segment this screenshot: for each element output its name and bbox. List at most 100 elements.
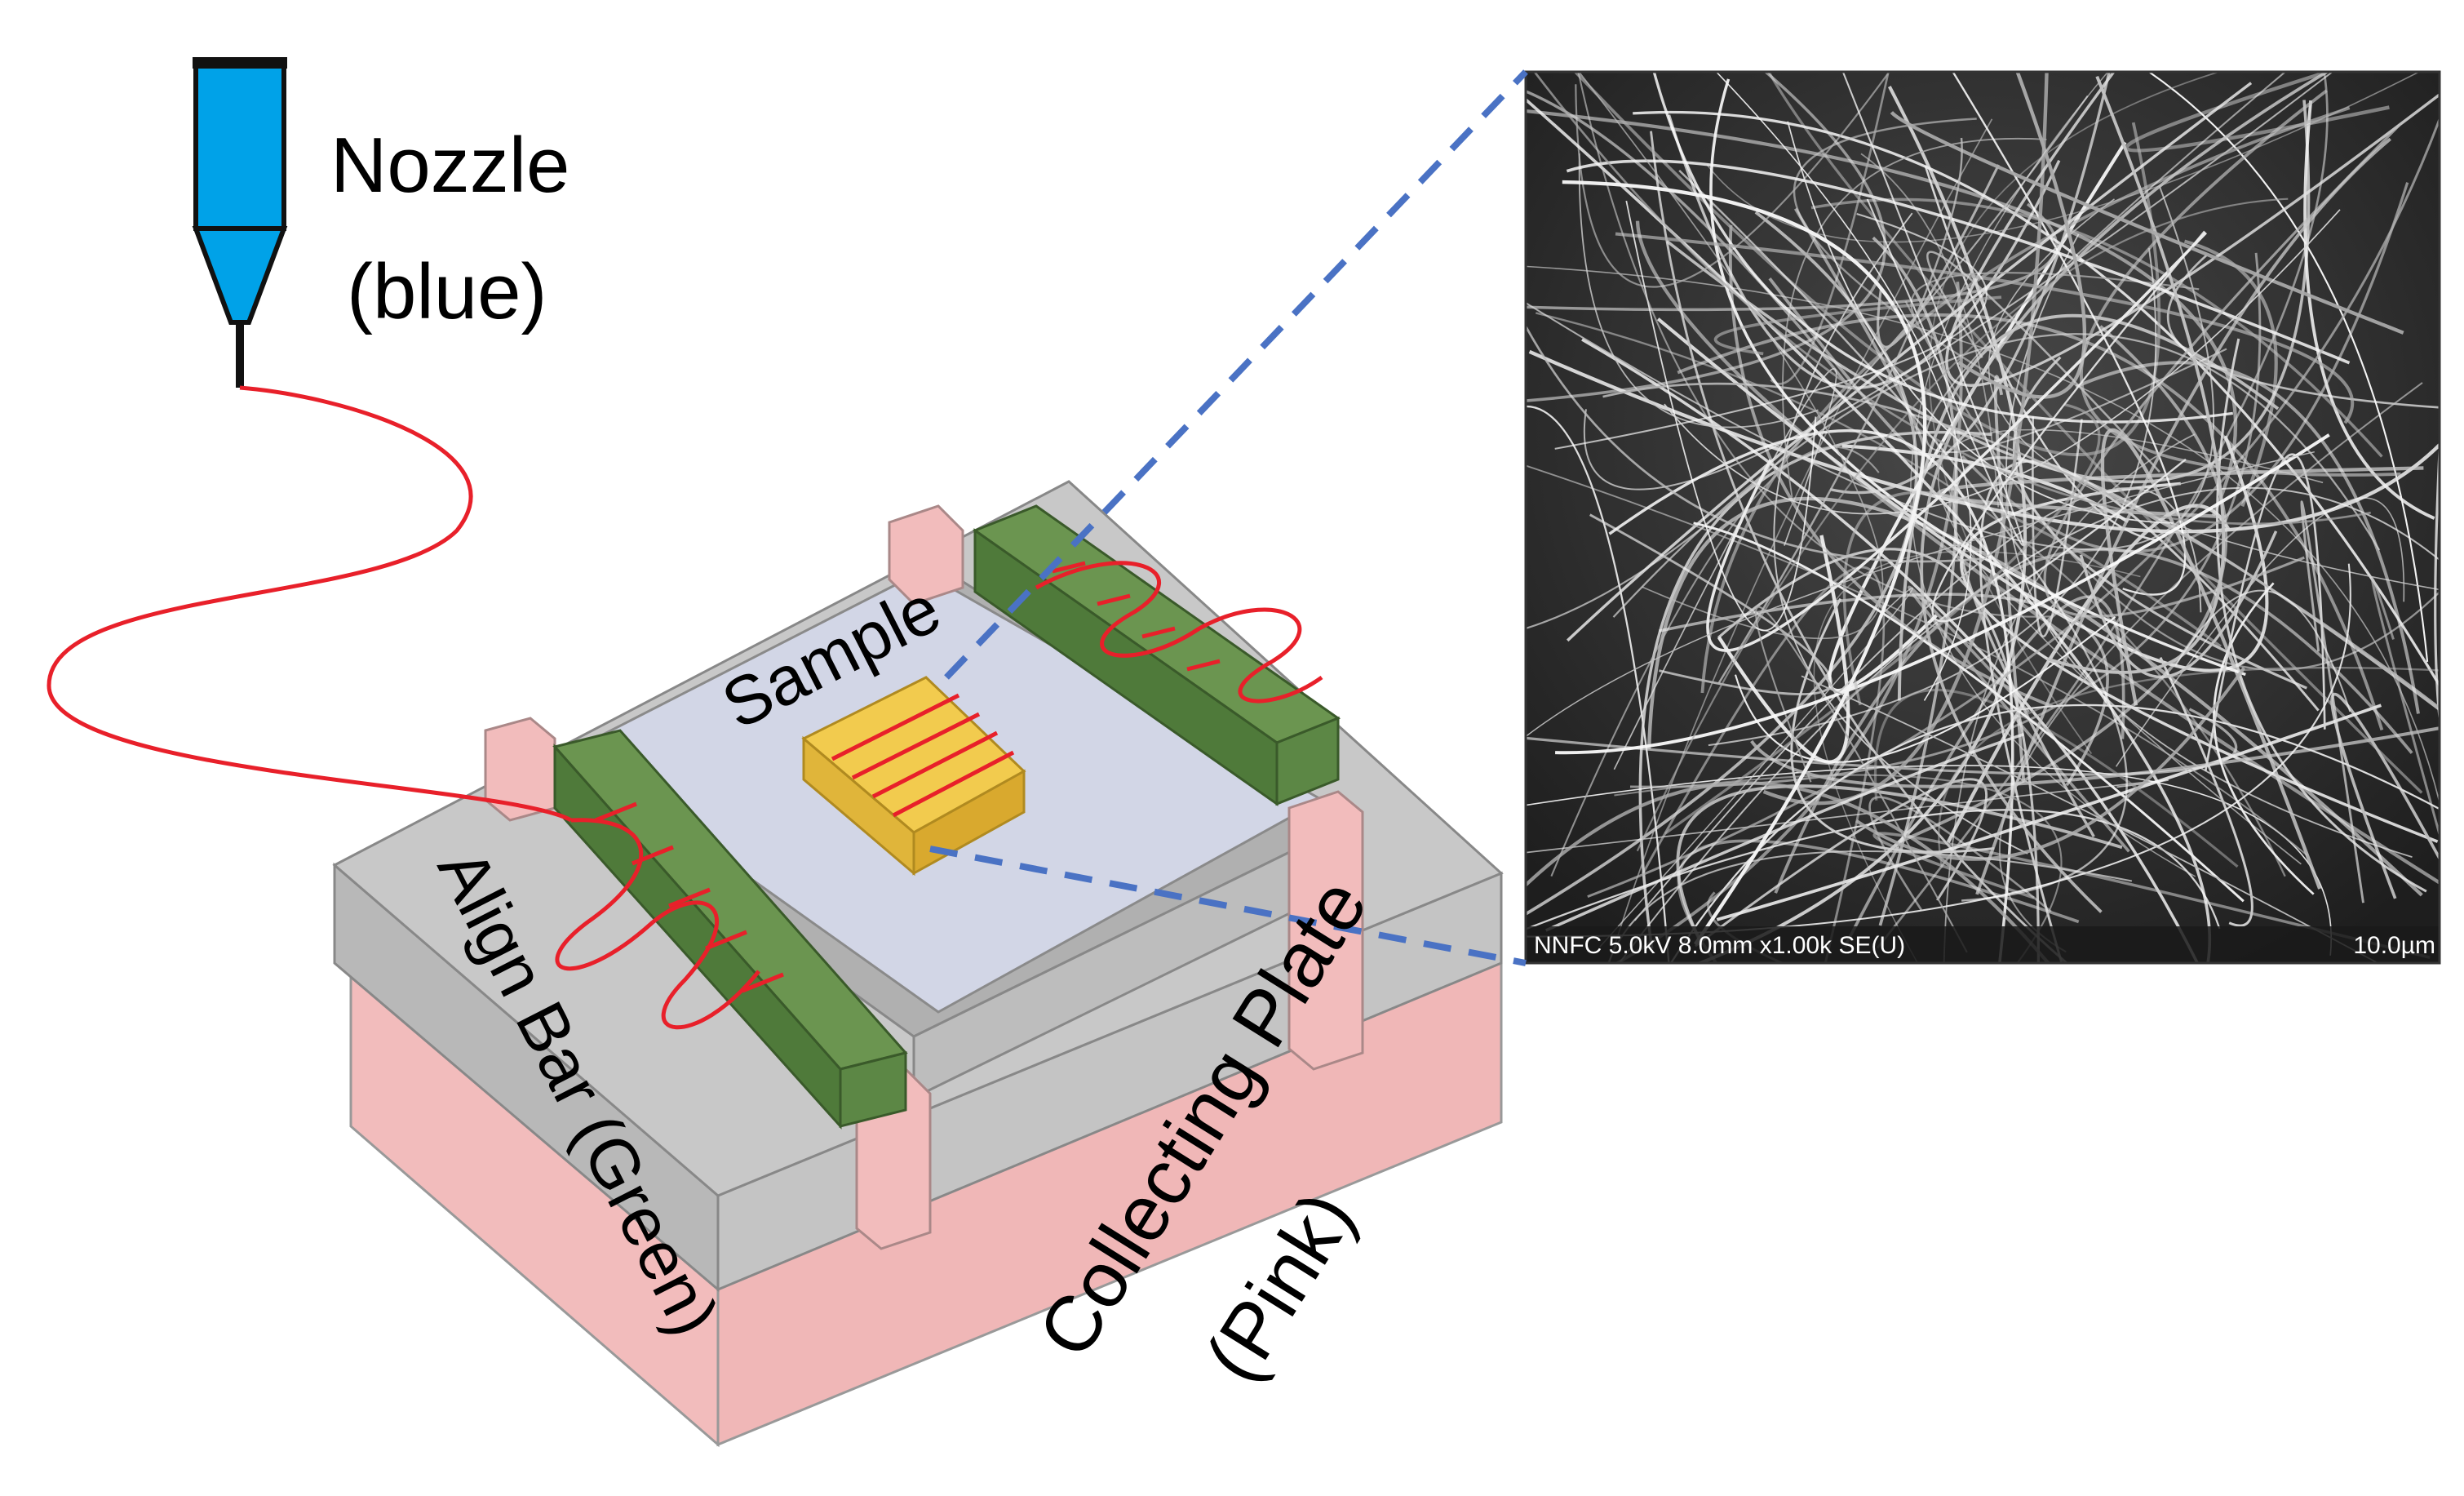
sem-fiber: [1925, 72, 2287, 454]
sem-fiber: [2045, 75, 2226, 674]
sem-fiber: [2204, 453, 2326, 771]
sem-fiber: [1841, 72, 2024, 546]
sem-fiber: [2174, 589, 2351, 712]
fiber-loop-back-2: [1198, 607, 1323, 704]
sem-fiber: [1898, 325, 2228, 844]
sem-fiber: [2371, 577, 2440, 839]
sem-fiber: [1694, 778, 1988, 948]
sem-fiber: [1717, 137, 1963, 684]
sem-fiber: [1717, 548, 2040, 963]
sem-fiber: [1583, 72, 2334, 491]
nozzle-cap: [193, 57, 287, 69]
sem-fiber: [1910, 72, 2196, 877]
sem-fiber: [1693, 522, 2245, 903]
sem-fiber: [1526, 708, 2238, 776]
sem-fiber: [1544, 732, 2024, 932]
sem-fiber: [1555, 433, 2330, 755]
align-bar-back-end: [1275, 716, 1340, 806]
sem-fiber: [1562, 180, 1927, 946]
sem-fiber: [1526, 464, 2308, 856]
sem-fiber: [1664, 209, 2341, 515]
fiber-jet: [47, 385, 573, 823]
sem-fiber: [2300, 500, 2364, 903]
fiber-bar-ticks: [595, 561, 1221, 993]
sem-fiber: [1526, 451, 2315, 738]
fiber-loop-front-1: [555, 818, 654, 971]
align-bar-back: [972, 504, 1341, 806]
nozzle-body: [193, 59, 286, 231]
sem-fiber: [1678, 170, 2128, 902]
sem-fiber: [1715, 72, 1972, 701]
sem-fiber: [1656, 317, 2269, 673]
sem-fiber: [1575, 72, 1890, 288]
sem-fiber: [1782, 137, 2047, 498]
align-bar-front: [552, 729, 908, 1130]
sem-fiber: [2080, 89, 2401, 477]
zoom-lines: [929, 69, 1528, 966]
sem-fiber: [1650, 131, 2069, 963]
sem-fiber: [1716, 704, 2382, 921]
sem-fiber: [1755, 606, 1968, 953]
sem-fiber: [1717, 535, 1850, 764]
sem-fiber: [2100, 428, 2322, 890]
sem-fiber: [1608, 118, 1993, 963]
align-bar-front-end: [839, 1051, 907, 1128]
nozzle-cone: [192, 226, 288, 325]
fiber-loop-front-2: [651, 900, 760, 1030]
sem-fiber: [1801, 675, 2380, 963]
sem-fiber: [1931, 230, 2205, 623]
zoom-line-bottom: [929, 846, 1527, 966]
sem-frame: [1524, 70, 2441, 965]
sem-fiber: [1773, 212, 2028, 855]
sem-fiber: [1614, 774, 2063, 963]
sem-info-bar: [1526, 926, 2440, 963]
fiber-stream: [47, 385, 1323, 1030]
sem-fiber: [1613, 368, 1837, 770]
sem-fiber: [1787, 121, 2174, 524]
sem-fiber: [1577, 72, 2052, 618]
sem-fiber: [1774, 548, 2413, 894]
sample-fiber-lines: [831, 693, 1015, 818]
sem-fiber: [1573, 72, 2161, 456]
sem-fiber: [1664, 403, 2101, 835]
sem-fiber: [1829, 72, 2111, 495]
sem-fiber: [1868, 796, 2052, 912]
sem-fiber: [1526, 90, 1849, 386]
sem-fiber: [1926, 251, 2160, 473]
sem-fiber: [1633, 487, 2202, 921]
sem-fiber: [1929, 72, 2222, 755]
sem-fiber: [1566, 159, 2351, 365]
zoom-line-top: [944, 69, 1528, 680]
sem-fiber: [1890, 111, 2404, 335]
sem-fiber: [1920, 72, 2330, 913]
sem-fiber: [1790, 597, 1995, 854]
sem-info-text: NNFC 5.0kV 8.0mm x1.00k SE(U): [1534, 932, 1905, 959]
sem-fiber: [1526, 405, 1670, 963]
nozzle-tip: [236, 322, 244, 388]
nozzle-icon: [192, 57, 288, 388]
sem-fiber: [1860, 153, 2000, 508]
sem-fiber: [2166, 254, 2440, 409]
sem-fiber: [1677, 313, 2384, 730]
sem-fiber: [1998, 382, 2423, 953]
sem-fiber: [1526, 185, 2215, 551]
sem-fiber: [1988, 198, 2440, 591]
sem-fiber: [1526, 323, 1986, 563]
nozzle-label-line2: (blue): [347, 248, 547, 335]
sem-fiber: [1793, 118, 2032, 399]
sem-fiber: [2075, 361, 2420, 714]
sem-fiber: [1842, 491, 2222, 706]
sem-fiber: [1526, 72, 1886, 402]
sem-fiber: [1762, 72, 2049, 806]
sem-fiber: [1636, 198, 2289, 852]
sem-fiber: [1587, 115, 2440, 898]
sem-fiber: [1669, 704, 2440, 963]
post-right-front: [1287, 790, 1364, 1071]
sem-fiber: [1770, 73, 1890, 385]
sem-fiber: [1677, 839, 2080, 963]
sem-scale-text: 10.0µm: [2353, 932, 2435, 959]
sem-fiber: [1993, 375, 2026, 783]
sem-fiber: [1709, 78, 2246, 677]
sem-fiber: [2215, 338, 2427, 893]
